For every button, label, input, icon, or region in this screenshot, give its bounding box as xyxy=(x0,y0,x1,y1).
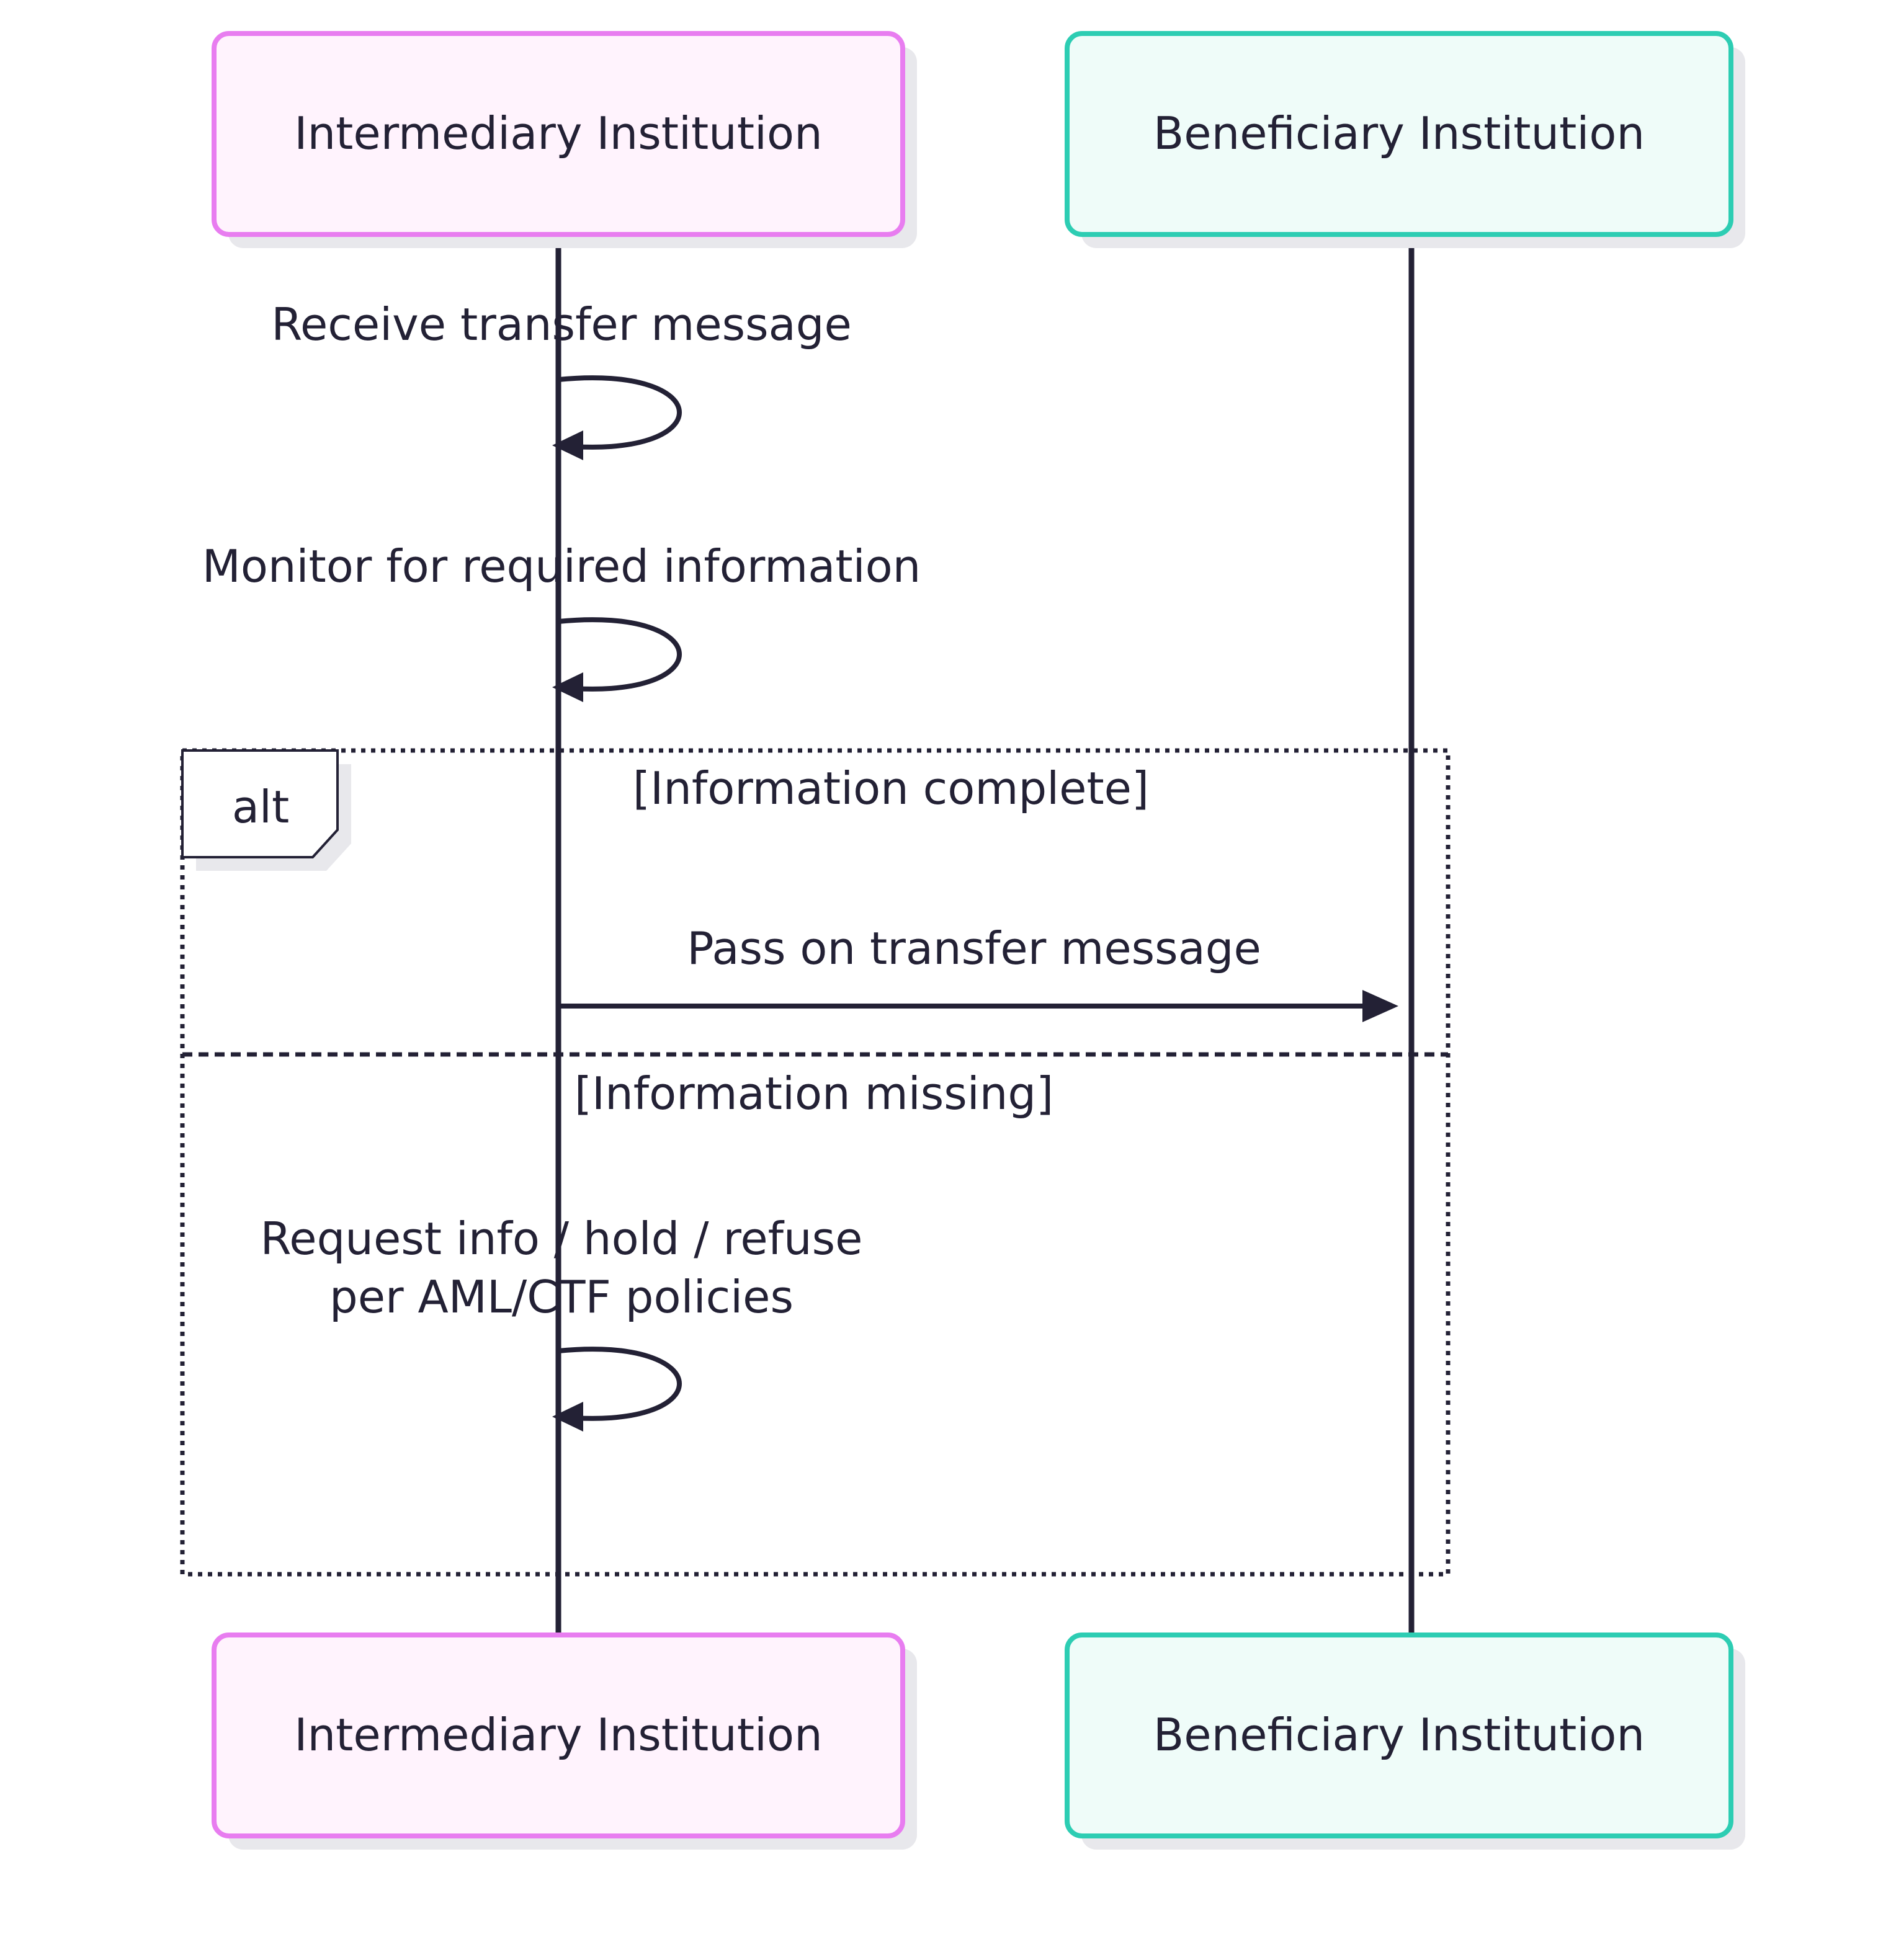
message-receive: Receive transfer message xyxy=(271,298,852,460)
alt-label-tab xyxy=(181,749,339,858)
participant-box xyxy=(212,31,905,237)
arrowhead xyxy=(1362,990,1398,1022)
message-label-line2: per AML/CTF policies xyxy=(329,1271,794,1323)
participant-box xyxy=(1065,1633,1733,1838)
participant-label: Beneficiary Institution xyxy=(1153,107,1645,159)
self-loop-arrow xyxy=(558,1347,682,1421)
alt-keyword: alt xyxy=(232,781,289,833)
participant-beneficiary-top: Beneficiary Institution xyxy=(1065,31,1745,248)
arrowhead xyxy=(552,672,583,702)
message-pass-on: Pass on transfer message xyxy=(558,922,1398,1022)
message-label-line1: Request info / hold / refuse xyxy=(261,1213,863,1265)
self-loop-arrow xyxy=(558,375,682,450)
participant-label: Intermediary Institution xyxy=(294,107,822,159)
arrowhead xyxy=(552,1402,583,1432)
message-label: Pass on transfer message xyxy=(687,922,1261,974)
participant-beneficiary-bottom: Beneficiary Institution xyxy=(1065,1633,1745,1850)
message-monitor: Monitor for required information xyxy=(202,540,921,702)
participant-box xyxy=(212,1633,905,1838)
participant-label: Intermediary Institution xyxy=(294,1709,822,1761)
participant-box xyxy=(1065,31,1733,237)
alt-block: alt [Information complete] [Information … xyxy=(180,748,1451,1577)
participant-intermediary-bottom: Intermediary Institution xyxy=(212,1633,917,1850)
arrowhead xyxy=(552,430,583,460)
message-label: Monitor for required information xyxy=(202,540,921,592)
message-request: Request info / hold / refuse per AML/CTF… xyxy=(261,1213,863,1432)
participant-intermediary-top: Intermediary Institution xyxy=(212,31,917,248)
participant-label: Beneficiary Institution xyxy=(1153,1709,1645,1761)
message-label: Receive transfer message xyxy=(271,298,852,350)
self-loop-arrow xyxy=(558,617,682,692)
condition-complete: [Information complete] xyxy=(633,762,1149,814)
condition-missing: [Information missing] xyxy=(575,1067,1053,1120)
